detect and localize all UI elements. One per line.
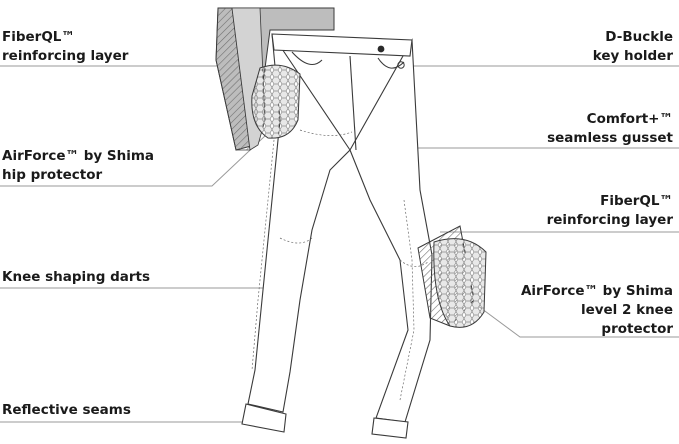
callout-title: D-Buckle [605,29,673,45]
callout-fiberql-knee: FiberQL™ reinforcing layer [547,192,673,230]
callout-fiberql-hip: FiberQL™ reinforcing layer [2,28,128,66]
callout-reflective-seams: Reflective seams [2,401,131,420]
callout-title: FiberQL™ [2,29,75,45]
callout-comfort-gusset: Comfort+™ seamless gusset [547,110,673,148]
leader-airforce-hip [0,134,267,187]
callout-subtitle: reinforcing layer [2,48,129,64]
callout-title: Comfort+™ [586,111,673,127]
knee-protector [417,225,487,328]
pants-outline [241,33,433,439]
seam-lines [251,119,429,401]
callout-subtitle-2: protector [601,321,673,337]
callout-title: AirForce™ by Shima [2,148,155,164]
leader-lines [0,65,679,423]
callout-d-buckle: D-Buckle key holder [593,28,673,66]
callout-title: Knee shaping darts [2,269,151,285]
callout-knee-darts: Knee shaping darts [2,268,150,287]
callout-subtitle: hip protector [2,167,103,183]
callout-title: AirForce™ by Shima [520,283,673,299]
callout-airforce-knee: AirForce™ by Shima level 2 knee protecto… [521,282,673,339]
callout-title: Reflective seams [2,402,131,418]
callout-subtitle: reinforcing layer [546,212,673,228]
d-buckle-icon [377,45,405,69]
callout-subtitle: level 2 knee [580,302,673,318]
leader-airforce-knee [469,299,679,338]
hip-protector-pad [251,64,301,139]
callout-title: FiberQL™ [600,193,673,209]
callout-airforce-hip: AirForce™ by Shima hip protector [2,147,154,185]
callout-subtitle: key holder [592,48,673,64]
callout-subtitle: seamless gusset [547,130,673,146]
